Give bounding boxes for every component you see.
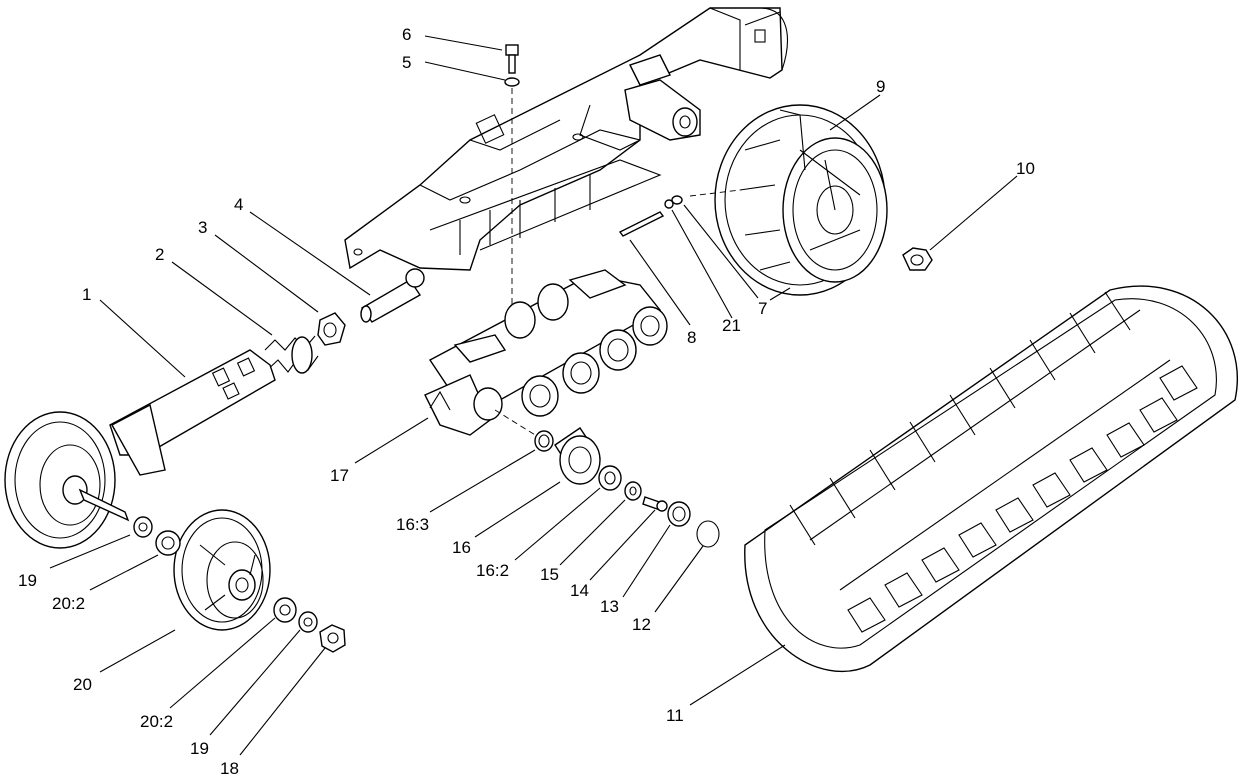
- bearing-16-2: [598, 465, 622, 491]
- nut-10: [902, 247, 933, 271]
- nut-3: [317, 312, 346, 346]
- callout-2: 2: [155, 245, 164, 264]
- washer-15: [624, 481, 642, 501]
- pin-8: [618, 211, 665, 237]
- bushing-20-2-lower: [273, 597, 297, 623]
- callout-labels: 1 2 3 4 5 6 7 8 9 10 11 12 13 14 15 16 1…: [18, 25, 1035, 778]
- idler-wheel-20: [173, 509, 271, 631]
- cap-13: [667, 501, 691, 527]
- callout-21: 21: [722, 316, 741, 335]
- washer-5: [504, 77, 520, 87]
- callout-20: 20: [73, 675, 92, 694]
- callout-16-3: 16:3: [396, 515, 429, 534]
- callout-16: 16: [452, 538, 471, 557]
- callout-13: 13: [600, 597, 619, 616]
- ring-12: [696, 520, 720, 548]
- callout-5: 5: [402, 53, 411, 72]
- idler-wheel-rear: [4, 411, 130, 549]
- drive-sprocket: [714, 104, 888, 301]
- callout-4: 4: [234, 195, 243, 214]
- callout-12: 12: [632, 615, 651, 634]
- washer-21: [664, 199, 674, 209]
- washer-19-upper: [133, 516, 153, 538]
- nut-18: [319, 624, 346, 653]
- callout-17: 17: [330, 466, 349, 485]
- callout-19-upper: 19: [18, 571, 37, 590]
- seal-16-3: [534, 430, 554, 452]
- spring-2: [264, 335, 319, 374]
- washer-19-lower: [298, 611, 318, 633]
- track-lugs: [847, 365, 1198, 633]
- callout-8: 8: [687, 328, 696, 347]
- rubber-track-11: [744, 285, 1238, 673]
- roller-16: [554, 427, 601, 485]
- callout-20-2-upper: 20:2: [52, 594, 85, 613]
- callout-19-lower: 19: [190, 739, 209, 758]
- bolt-6: [505, 44, 519, 74]
- callout-7: 7: [758, 299, 767, 318]
- bolt-7: [671, 195, 683, 205]
- idler-arm-1: [109, 349, 276, 476]
- callout-20-2-lower: 20:2: [140, 712, 173, 731]
- track-treads: [789, 291, 1131, 546]
- callout-14: 14: [570, 581, 589, 600]
- callout-15: 15: [540, 565, 559, 584]
- axle-4: [360, 268, 425, 323]
- callout-9: 9: [876, 77, 885, 96]
- bushing-20-2-upper: [155, 530, 181, 556]
- bogie-assembly-17: [424, 269, 668, 436]
- pin-14: [642, 496, 668, 512]
- callout-6: 6: [402, 25, 411, 44]
- callout-3: 3: [198, 218, 207, 237]
- callout-18: 18: [220, 759, 239, 778]
- track-frame: [344, 7, 788, 271]
- leader-lines: [49, 35, 1018, 756]
- callout-10: 10: [1016, 159, 1035, 178]
- callout-11: 11: [666, 706, 684, 725]
- callout-16-2: 16:2: [476, 561, 509, 580]
- callout-1: 1: [82, 285, 91, 304]
